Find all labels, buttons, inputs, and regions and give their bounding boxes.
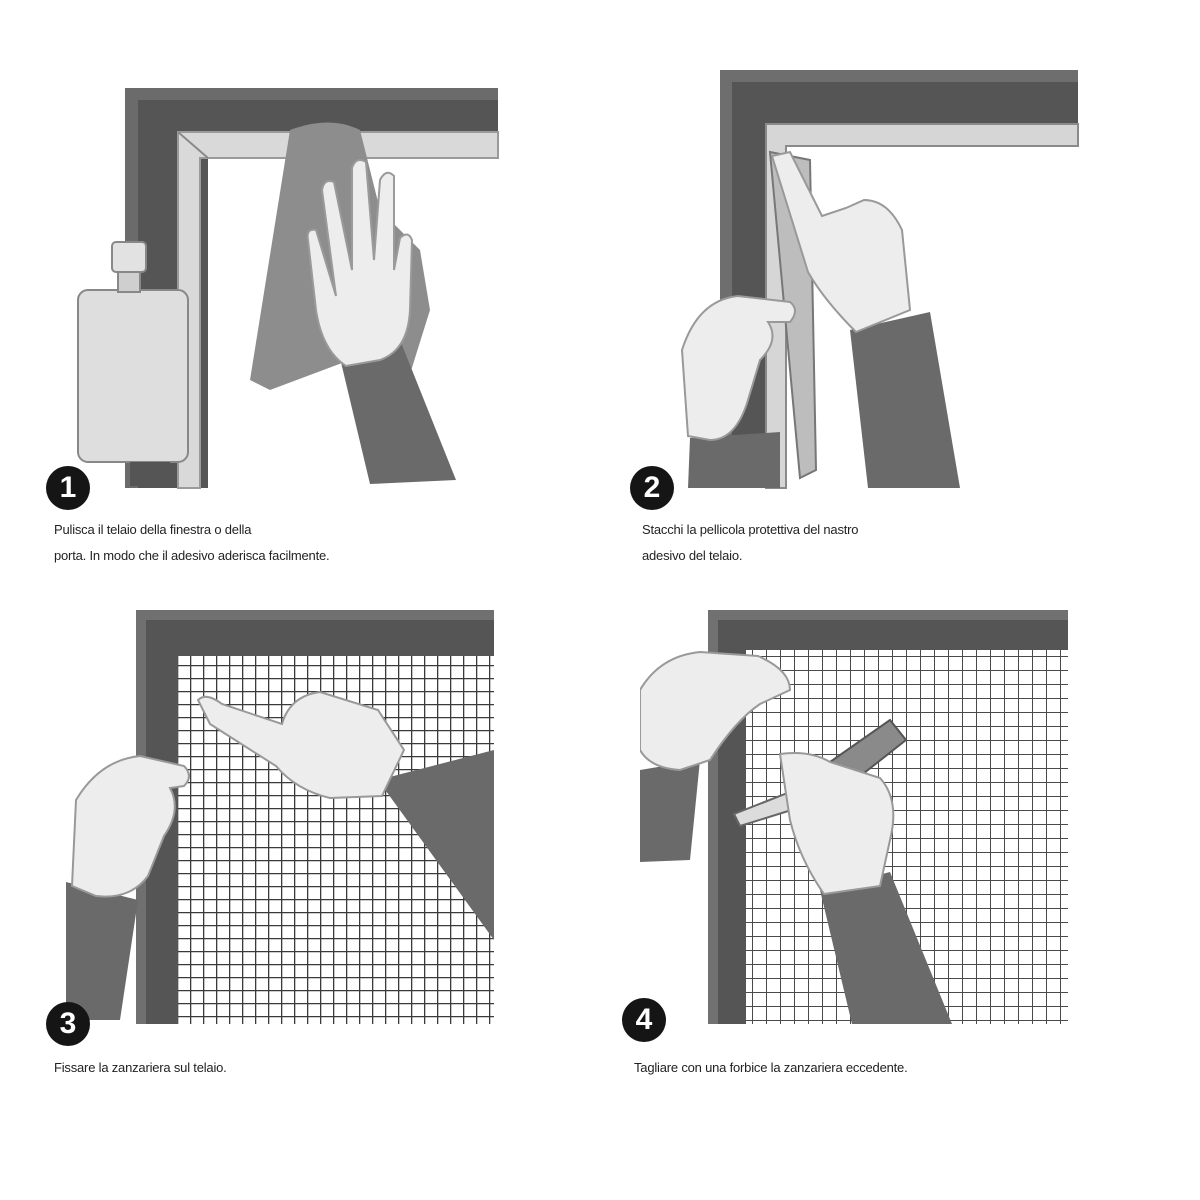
step-4-panel: 4 Tagliare con una forbice la zanzariera…: [622, 600, 1100, 1100]
step-1-number-badge: 1: [46, 466, 90, 510]
left-hand-icon: [680, 294, 796, 442]
step-2-illustration: [680, 70, 1079, 489]
step-3-number-badge: 3: [46, 1002, 90, 1046]
step-3-caption-line-1: Fissare la zanzariera sul telaio.: [54, 1060, 227, 1075]
step-1-panel: 1 Pulisca il telaio della finestra o del…: [46, 60, 520, 580]
step-2-caption-line-2: adesivo del telaio.: [642, 548, 743, 563]
right-hand-icon: [770, 150, 912, 334]
step-1-caption-line-2: porta. In modo che il adesivo aderisca f…: [54, 548, 330, 563]
step-1-illustration: [77, 88, 499, 489]
step-4-illustration: [640, 610, 1068, 1024]
step-2-panel: 2 Stacchi la pellicola protettiva del na…: [630, 60, 1100, 580]
right-hand-icon: [778, 752, 895, 896]
pressing-hand-icon: [196, 690, 406, 800]
step-3-panel: 3 Fissare la zanzariera sul telaio.: [46, 600, 520, 1100]
step-1-caption-line-1: Pulisca il telaio della finestra o della: [54, 522, 252, 537]
hand-icon: [306, 159, 414, 368]
left-hand-icon: [640, 650, 792, 772]
step-2-number-badge: 2: [630, 466, 674, 510]
spray-bottle-icon: [111, 241, 147, 273]
step-2-caption-line-1: Stacchi la pellicola protettiva del nast…: [642, 522, 859, 537]
left-hand-icon: [70, 754, 190, 898]
step-3-illustration: [66, 610, 494, 1024]
step-4-number-badge: 4: [622, 998, 666, 1042]
step-4-caption-line-1: Tagliare con una forbice la zanzariera e…: [634, 1060, 908, 1075]
